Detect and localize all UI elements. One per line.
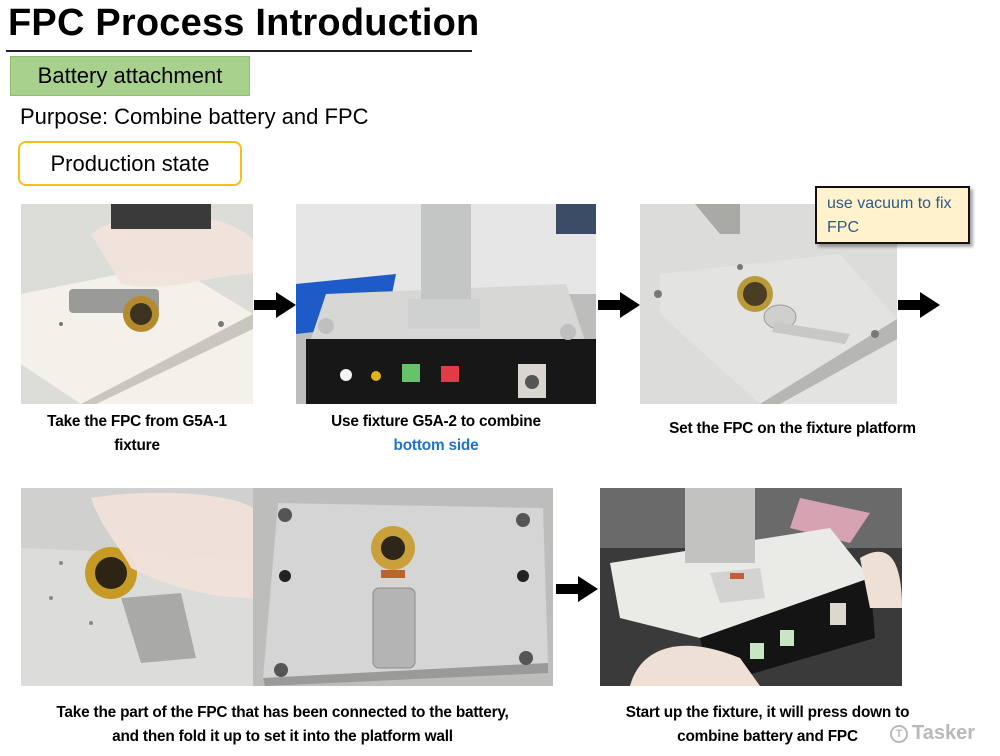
step-5-caption-line1: Start up the fixture, it will press down… <box>625 704 910 721</box>
arrow-right-icon <box>254 292 296 318</box>
arrow-right-icon <box>556 576 598 602</box>
step-4-caption-line2: and then fold it up to set it into the p… <box>112 728 453 745</box>
watermark-text: Tasker <box>912 722 976 744</box>
step-1-caption-line2: fixture <box>114 437 160 454</box>
step-3-caption-line1: Set the FPC on the fixture platform <box>669 420 916 437</box>
step-2-caption-highlight: bottom side <box>393 437 479 454</box>
step-4-caption-line1: Take the part of the FPC that has been c… <box>56 704 509 721</box>
step-5-caption-line2: combine battery and FPC <box>677 728 858 745</box>
page-title: FPC Process Introduction <box>8 2 480 44</box>
production-state-label: Production state <box>18 141 242 186</box>
step-2-caption-line1: Use fixture G5A-2 to combine <box>331 413 541 430</box>
purpose-text: Purpose: Combine battery and FPC <box>20 104 369 129</box>
arrow-right-icon <box>898 292 940 318</box>
section-label: Battery attachment <box>10 56 250 96</box>
tasker-watermark: T Tasker <box>890 722 975 745</box>
step-5-photo <box>600 488 902 686</box>
step-4-caption: Take the part of the FPC that has been c… <box>21 701 544 749</box>
step-4-photo-a <box>21 488 253 686</box>
step-5-caption: Start up the fixture, it will press down… <box>597 701 938 749</box>
step-1-caption: Take the FPC from G5A-1 fixture <box>26 410 249 458</box>
tasker-logo-icon: T <box>890 724 908 743</box>
step-2-caption: Use fixture G5A-2 to combine bottom side <box>292 410 580 458</box>
step-1-caption-line1: Take the FPC from G5A-1 <box>47 413 227 430</box>
title-underline <box>6 50 472 52</box>
arrow-right-icon <box>598 292 640 318</box>
vacuum-callout: use vacuum to fix FPC <box>815 186 970 244</box>
step-1-photo <box>21 204 253 404</box>
step-3-caption: Set the FPC on the fixture platform <box>637 417 949 441</box>
step-4-photo-b <box>253 488 553 686</box>
step-2-photo <box>296 204 596 404</box>
